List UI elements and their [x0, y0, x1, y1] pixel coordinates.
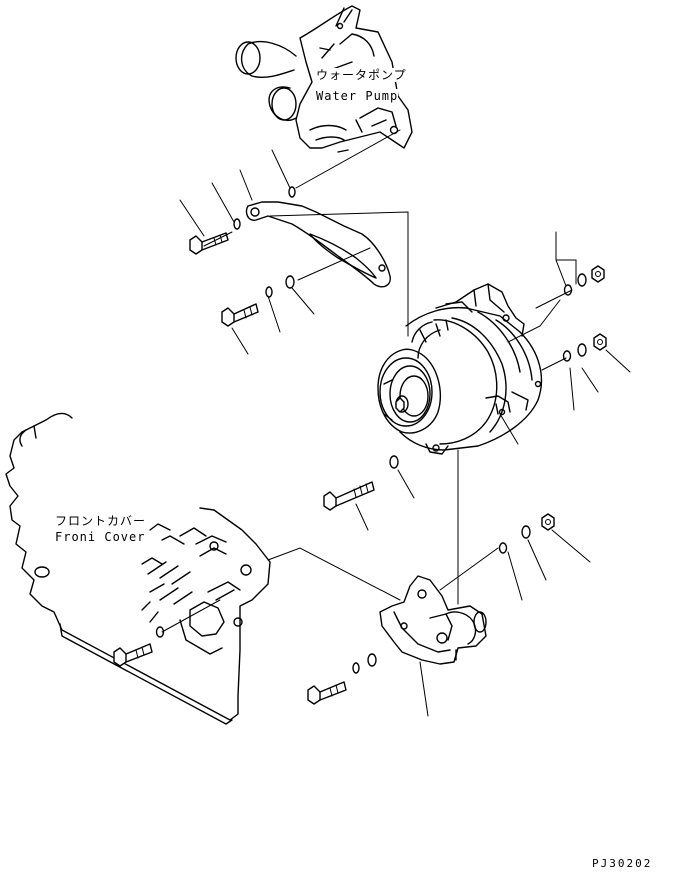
washer-front-cover — [155, 626, 165, 638]
bolt-middle — [221, 303, 259, 327]
figure-code: PJ30202 — [592, 857, 653, 870]
front-cover-label-en: Froni Cover — [55, 530, 146, 544]
lockwasher-middle — [265, 286, 273, 298]
water-pump-label-jp: ウォータポンプ — [316, 68, 407, 82]
nut-right-top — [591, 265, 605, 283]
front-cover-label-jp: フロントカバー — [55, 514, 147, 528]
washer-right-mid — [562, 350, 572, 362]
washer-pump — [288, 186, 296, 198]
washer-lower-right — [498, 542, 508, 554]
assembly-lines — [161, 129, 573, 633]
leader-lines — [179, 149, 631, 717]
mounting-bracket — [379, 575, 487, 665]
lockwasher-right-top — [577, 273, 587, 287]
lockwasher-right-mid — [577, 343, 587, 357]
bolt-lower — [307, 681, 347, 705]
washer-long-bolt — [389, 455, 399, 469]
water-pump-label-en: Water Pump — [316, 89, 399, 103]
bolt-upper — [189, 232, 229, 255]
adjusting-bracket — [245, 201, 391, 288]
bolt-front-cover — [113, 643, 153, 667]
front-cover — [5, 412, 271, 725]
water-pump — [235, 5, 413, 153]
washer-upper — [233, 218, 241, 230]
long-bolt — [323, 481, 375, 511]
nut-lower-right — [541, 513, 555, 531]
lockwasher-lower-right — [521, 525, 531, 539]
washer-middle — [285, 275, 295, 289]
nut-right-mid — [593, 333, 607, 351]
alternator — [377, 283, 543, 455]
washer-lower — [367, 653, 377, 667]
lockwasher-lower — [352, 662, 360, 674]
